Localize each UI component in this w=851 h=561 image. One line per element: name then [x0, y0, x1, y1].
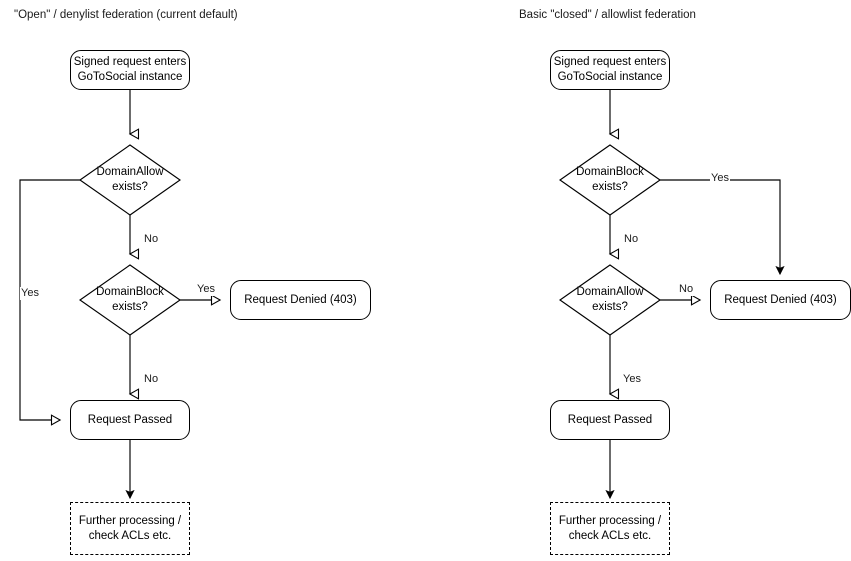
node-request-passed-left-label: Request Passed — [87, 413, 173, 426]
node-request-denied-left: Request Denied (403) — [230, 280, 371, 320]
edge-label-domainblock-no-left: No — [143, 373, 160, 386]
column-title-open-denylist: "Open" / denylist federation (current de… — [14, 9, 238, 21]
edge-domainallow-yes-left — [19, 179, 80, 426]
node-entry-left: Signed request enters GoToSocial instanc… — [70, 50, 190, 90]
edge-label-domainblock-yes-right: Yes — [710, 172, 730, 185]
node-further-processing-left-label: Further processing / check ACLs etc. — [78, 514, 182, 542]
node-domain-allow-right: DomainAllow exists? — [558, 264, 662, 336]
node-request-passed-right-label: Request Passed — [567, 413, 653, 426]
node-entry-right-label: Signed request enters GoToSocial instanc… — [553, 56, 667, 83]
node-entry-left-label: Signed request enters GoToSocial instanc… — [73, 56, 187, 83]
node-entry-right: Signed request enters GoToSocial instanc… — [550, 50, 670, 90]
node-request-denied-right: Request Denied (403) — [710, 280, 851, 320]
node-further-processing-right-label: Further processing / check ACLs etc. — [558, 514, 662, 542]
edge-label-domainallow-yes-left: Yes — [20, 287, 40, 300]
edge-label-domainblock-yes-left: Yes — [196, 283, 216, 296]
node-request-denied-right-label: Request Denied (403) — [724, 293, 837, 306]
column-title-closed-allowlist: Basic "closed" / allowlist federation — [519, 9, 696, 21]
edge-label-domainallow-no-left: No — [143, 233, 160, 246]
edge-label-domainallow-yes-right: Yes — [622, 373, 642, 386]
node-domain-block-right: DomainBlock exists? — [558, 144, 662, 216]
node-request-denied-left-label: Request Denied (403) — [244, 293, 357, 306]
node-request-passed-right: Request Passed — [550, 400, 670, 440]
edge-label-domainblock-no-right: No — [623, 233, 640, 246]
node-further-processing-left: Further processing / check ACLs etc. — [70, 502, 190, 555]
node-domain-allow-left: DomainAllow exists? — [78, 144, 182, 216]
edge-domainblock-yes-right — [660, 179, 780, 274]
edge-label-domainallow-no-right: No — [678, 283, 695, 296]
node-domain-block-left: DomainBlock exists? — [78, 264, 182, 336]
node-request-passed-left: Request Passed — [70, 400, 190, 440]
node-further-processing-right: Further processing / check ACLs etc. — [550, 502, 670, 555]
